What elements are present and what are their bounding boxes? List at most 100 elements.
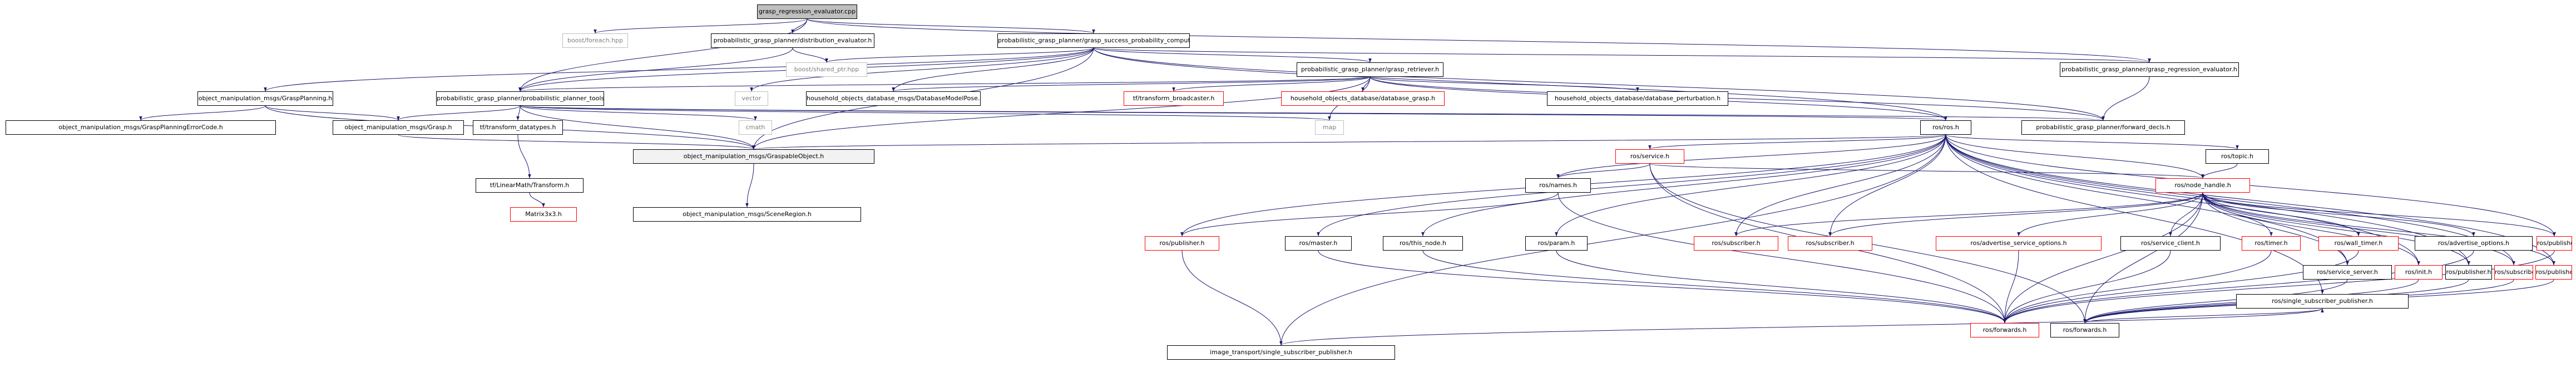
node-forward-decls[interactable]: probabilistic_grasp_planner/forward_decl… [2021, 120, 2185, 135]
edge-gsp_comp-to-retriever [1093, 47, 1372, 63]
edge-dist_eval-to-shared_ptr [792, 47, 828, 63]
edge-nodehandle-to-walltimer [2202, 192, 2360, 237]
node-ros-forwards-red[interactable]: ros/forwards.h [1970, 323, 2039, 337]
node-root-file: grasp_regression_evaluator.cpp [757, 4, 857, 19]
node-distribution-evaluator[interactable]: probabilistic_grasp_planner/distribution… [711, 33, 874, 48]
edge-rosros-to-sub2 [1828, 134, 1946, 237]
node-ros-init[interactable]: ros/init.h [2395, 265, 2442, 280]
edge-pub_left-to-img_ssp [1181, 250, 1283, 346]
node-grasp-retriever[interactable]: probabilistic_grasp_planner/grasp_retrie… [1297, 62, 1443, 77]
edge-master-to-fwd_red [1318, 250, 2006, 324]
node-scene-region[interactable]: object_manipulation_msgs/SceneRegion.h [633, 207, 861, 222]
node-image-transport-single-subscriber-publisher[interactable]: image_transport/single_subscriber_publis… [1167, 345, 1395, 360]
edge-nodehandle-to-adv_srv [2017, 192, 2203, 237]
edge-ppt-to-graspable [520, 105, 755, 150]
edge-rosros-to-pub2 [1945, 134, 2556, 237]
edge-gp-to-omgrasp [265, 105, 400, 121]
node-ros-master[interactable]: ros/master.h [1285, 236, 1352, 251]
edge-gp-to-gperr [139, 105, 266, 121]
node-ros-service-server[interactable]: ros/service_server.h [2303, 265, 2392, 280]
node-grasp-success-probability-computer[interactable]: probabilistic_grasp_planner/grasp_succes… [997, 33, 1190, 48]
node-ros-names[interactable]: ros/names.h [1525, 178, 1591, 193]
edge-nodehandle-to-adv_opt [2202, 192, 2475, 237]
edge-timer-to-fwd_red [2003, 250, 2272, 324]
edge-param-to-fwd_red [1556, 250, 2006, 324]
node-ros-wall-timer[interactable]: ros/wall_timer.h [2318, 236, 2399, 251]
node-matrix3x3[interactable]: Matrix3x3.h [510, 207, 577, 222]
node-cmath: cmath [739, 120, 772, 135]
node-grasp-planning-msg[interactable]: object_manipulation_msgs/GraspPlanning.h [197, 91, 333, 106]
edge-graspable-to-scene [745, 163, 754, 208]
edge-service-to-nodehandle [1649, 163, 2204, 179]
node-ros-service[interactable]: ros/service.h [1615, 149, 1684, 164]
edge-nodehandle-to-sub3 [2202, 192, 2515, 266]
edge-nodehandle-to-fwd_blk [2083, 192, 2203, 324]
edge-gre-to-fwd_decls [2102, 76, 2150, 121]
node-ros-service-client[interactable]: ros/service_client.h [2120, 236, 2221, 251]
edge-ppt-to-map [520, 105, 1331, 121]
node-ros-subscriber-3[interactable]: ros/subscriber.h [2494, 265, 2533, 280]
node-ros-forwards[interactable]: ros/forwards.h [2050, 323, 2119, 337]
node-ros-this-node[interactable]: ros/this_node.h [1383, 236, 1463, 251]
edge-rosros-to-service [1648, 134, 1946, 150]
edge-retriever-to-tf_broadcaster [1172, 76, 1371, 92]
node-grasp-msg[interactable]: object_manipulation_msgs/Grasp.h [333, 120, 464, 135]
node-graspable-object[interactable]: object_manipulation_msgs/GraspableObject… [633, 149, 874, 164]
node-ros-publisher-4[interactable]: ros/publisher.h [2535, 265, 2572, 280]
edge-gsp_comp-to-gp [264, 47, 1094, 92]
node-ros-publisher-2[interactable]: ros/publisher.h [2537, 236, 2572, 251]
node-ros-publisher-3[interactable]: ros/publisher.h [2445, 265, 2492, 280]
node-database-perturbation[interactable]: household_objects_database/database_pert… [1547, 91, 1728, 106]
edge-adv_srv-to-fwd_red [2003, 250, 2019, 324]
edge-tflin-to-matrix [529, 192, 545, 208]
node-ros-publisher-left[interactable]: ros/publisher.h [1145, 236, 1219, 251]
edge-root-to-gre [807, 18, 2151, 63]
node-ros-single-subscriber-publisher[interactable]: ros/single_subscriber_publisher.h [2236, 294, 2409, 309]
node-vector: vector [735, 91, 768, 106]
edge-tfdata-to-tflin [517, 134, 531, 179]
node-ros-ros[interactable]: ros/ros.h [1920, 120, 1971, 135]
node-tf-transform-datatypes[interactable]: tf/transform_datatypes.h [473, 120, 563, 135]
node-map: map [1315, 120, 1344, 135]
edge-topic-to-nodehandle [2201, 163, 2238, 179]
edge-names-to-pub_left [1180, 192, 1559, 237]
edge-nodehandle-to-init [2202, 192, 2420, 266]
node-ros-advertise-options[interactable]: ros/advertise_options.h [2415, 236, 2533, 251]
edge-ppt-to-cmath [520, 105, 757, 121]
edge-root-to-gsp_comp [807, 18, 1095, 34]
edge-nodehandle-to-sub2 [1828, 192, 2203, 237]
edge-gsp_comp-to-vector [750, 47, 1094, 92]
edge-gsp_comp-to-hodb_model [892, 47, 1094, 92]
node-grasp-regression-evaluator[interactable]: probabilistic_grasp_planner/grasp_regres… [2060, 62, 2239, 77]
edge-srv_server-to-fwd_blk [2083, 279, 2348, 324]
edge-single_sub-to-fwd_blk [2083, 308, 2323, 324]
edge-omgrasp-to-graspable [398, 134, 755, 150]
node-ros-topic[interactable]: ros/topic.h [2206, 149, 2269, 164]
node-database-grasp[interactable]: household_objects_database/database_gras… [1281, 91, 1445, 106]
edge-rosros-to-master [1317, 134, 1946, 237]
node-tf-transform-broadcaster[interactable]: tf/transform_broadcaster.h [1124, 91, 1224, 106]
edge-ppt-to-rosros [520, 105, 1947, 121]
node-tf-linearmath-transform[interactable]: tf/LinearMath/Transform.h [476, 178, 584, 193]
node-database-model-pose[interactable]: household_objects_database_msgs/Database… [806, 91, 981, 106]
edge-retriever-to-fwd_decls [1369, 76, 2105, 121]
edge-nodehandle-to-pub3 [2202, 192, 2470, 266]
edge-rosros-to-nodehandle [1945, 134, 2204, 179]
edge-gsp_comp-to-fwd_decls [1093, 47, 2105, 121]
edge-rosros-to-names [1556, 134, 1946, 179]
edge-ppt-to-tfdata [516, 105, 521, 121]
node-grasp-planning-error-code[interactable]: object_manipulation_msgs/GraspPlanningEr… [6, 120, 276, 135]
edge-nodehandle-to-pub2 [2202, 192, 2556, 237]
node-ros-timer[interactable]: ros/timer.h [2242, 236, 2301, 251]
edge-srv_client-to-fwd_red [2003, 250, 2171, 324]
edge-nodehandle-to-srv_server [2202, 192, 2349, 266]
node-ros-node-handle[interactable]: ros/node_handle.h [2155, 178, 2250, 193]
node-ros-advertise-service-options[interactable]: ros/advertise_service_options.h [1936, 236, 2102, 251]
node-probabilistic-planner-tools[interactable]: probabilistic_grasp_planner/probabilisti… [436, 91, 604, 106]
node-ros-subscriber-1[interactable]: ros/subscriber.h [1694, 236, 1778, 251]
node-ros-param[interactable]: ros/param.h [1525, 236, 1588, 251]
node-ros-subscriber-2[interactable]: ros/subscriber.h [1788, 236, 1872, 251]
edge-nodehandle-to-srv_client [2169, 192, 2203, 237]
node-boost-foreach: boost/foreach.hpp [562, 33, 628, 48]
edge-retriever-to-ppt [519, 76, 1371, 92]
